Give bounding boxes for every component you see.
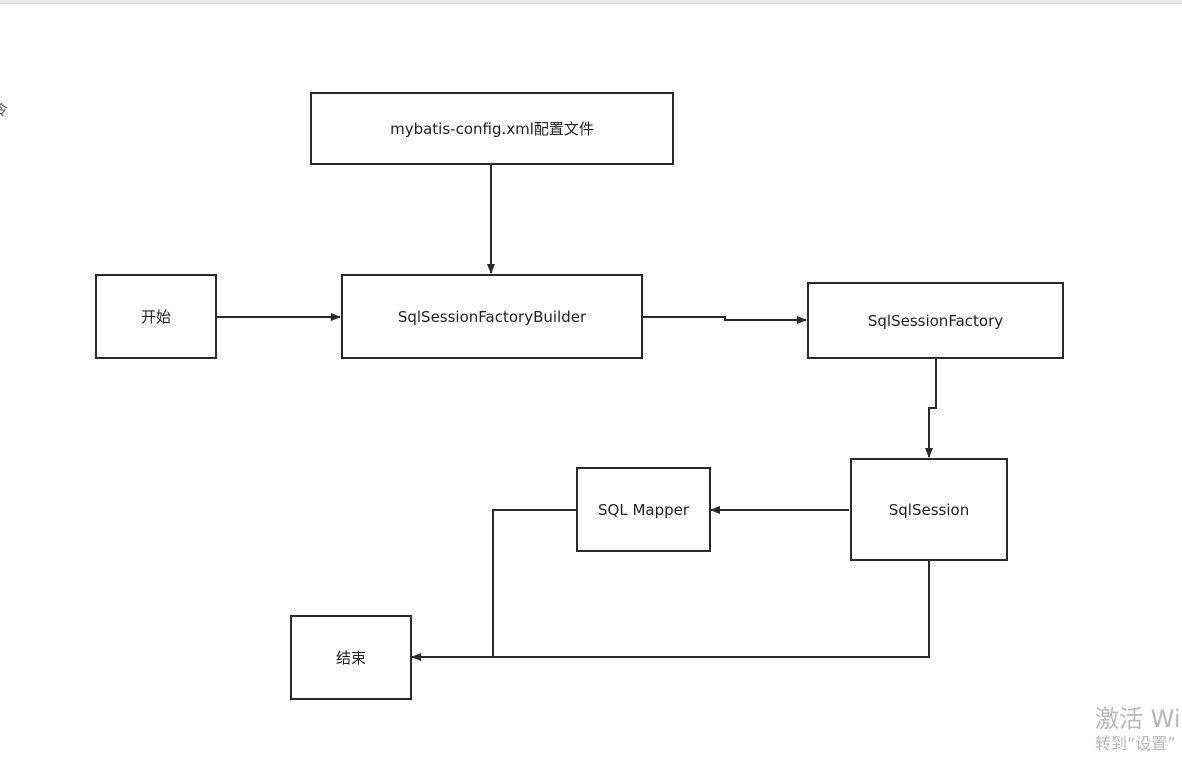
top-edge-bar [0,0,1182,4]
edge-mapper-to-end [492,509,576,657]
edge-builder-to-factory [643,316,807,324]
node-sql-mapper: SQL Mapper [576,467,711,552]
edge-session-to-end [411,561,930,661]
node-start: 开始 [95,274,217,359]
edge-factory-to-session [925,359,937,458]
activation-watermark: 激活 Wi 转到“设置” [1095,704,1182,754]
node-mybatis-config: mybatis-config.xml配置文件 [310,92,674,165]
node-sqlsessionfactorybuilder: SqlSessionFactoryBuilder [341,274,643,359]
node-sqlsessionfactory: SqlSessionFactory [807,282,1064,359]
cropped-edge-glyph: 令 [0,103,8,119]
node-end: 结束 [290,615,412,700]
watermark-line-2: 转到“设置” [1095,734,1176,753]
watermark-line-1: 激活 Wi [1095,705,1181,733]
node-sqlsession: SqlSession [850,458,1008,561]
